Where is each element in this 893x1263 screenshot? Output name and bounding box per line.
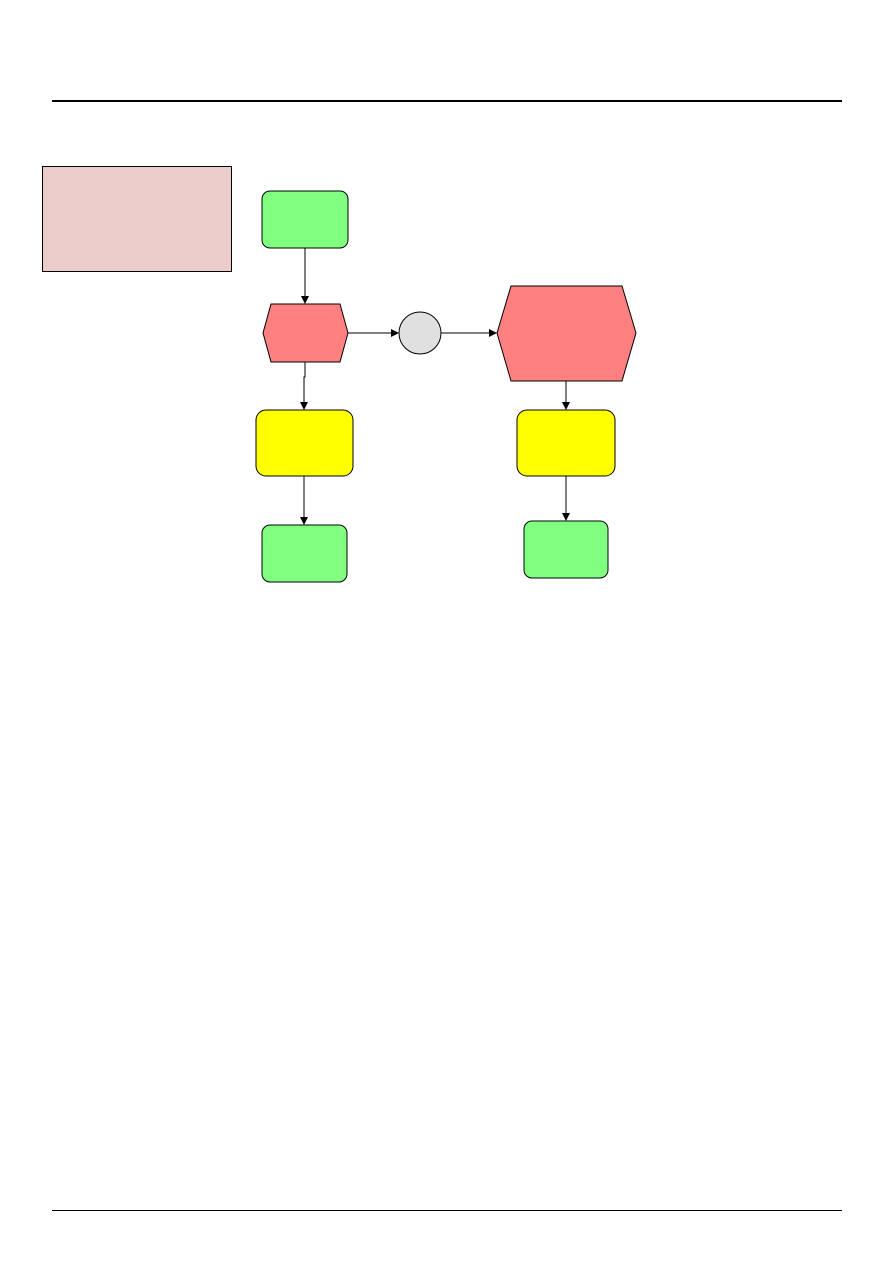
- event-end-right-rounded-rectangle[interactable]: [523, 520, 609, 579]
- edge-function-1-to-info-left: [300, 362, 308, 410]
- edges: [300, 248, 570, 525]
- header-rule: [52, 100, 842, 102]
- event-end-left-rounded-rectangle[interactable]: [261, 524, 348, 583]
- nodes: [255, 190, 637, 583]
- legend-box: [42, 166, 232, 272]
- operator-circle[interactable]: [398, 311, 442, 355]
- footer-rule: [52, 1210, 842, 1211]
- function-1-hexagon[interactable]: [262, 303, 349, 363]
- info-left-rounded-rectangle[interactable]: [255, 409, 354, 477]
- function-2-hexagon[interactable]: [496, 285, 637, 382]
- event-start-rounded-rectangle[interactable]: [261, 190, 349, 249]
- info-right-rounded-rectangle[interactable]: [516, 409, 616, 477]
